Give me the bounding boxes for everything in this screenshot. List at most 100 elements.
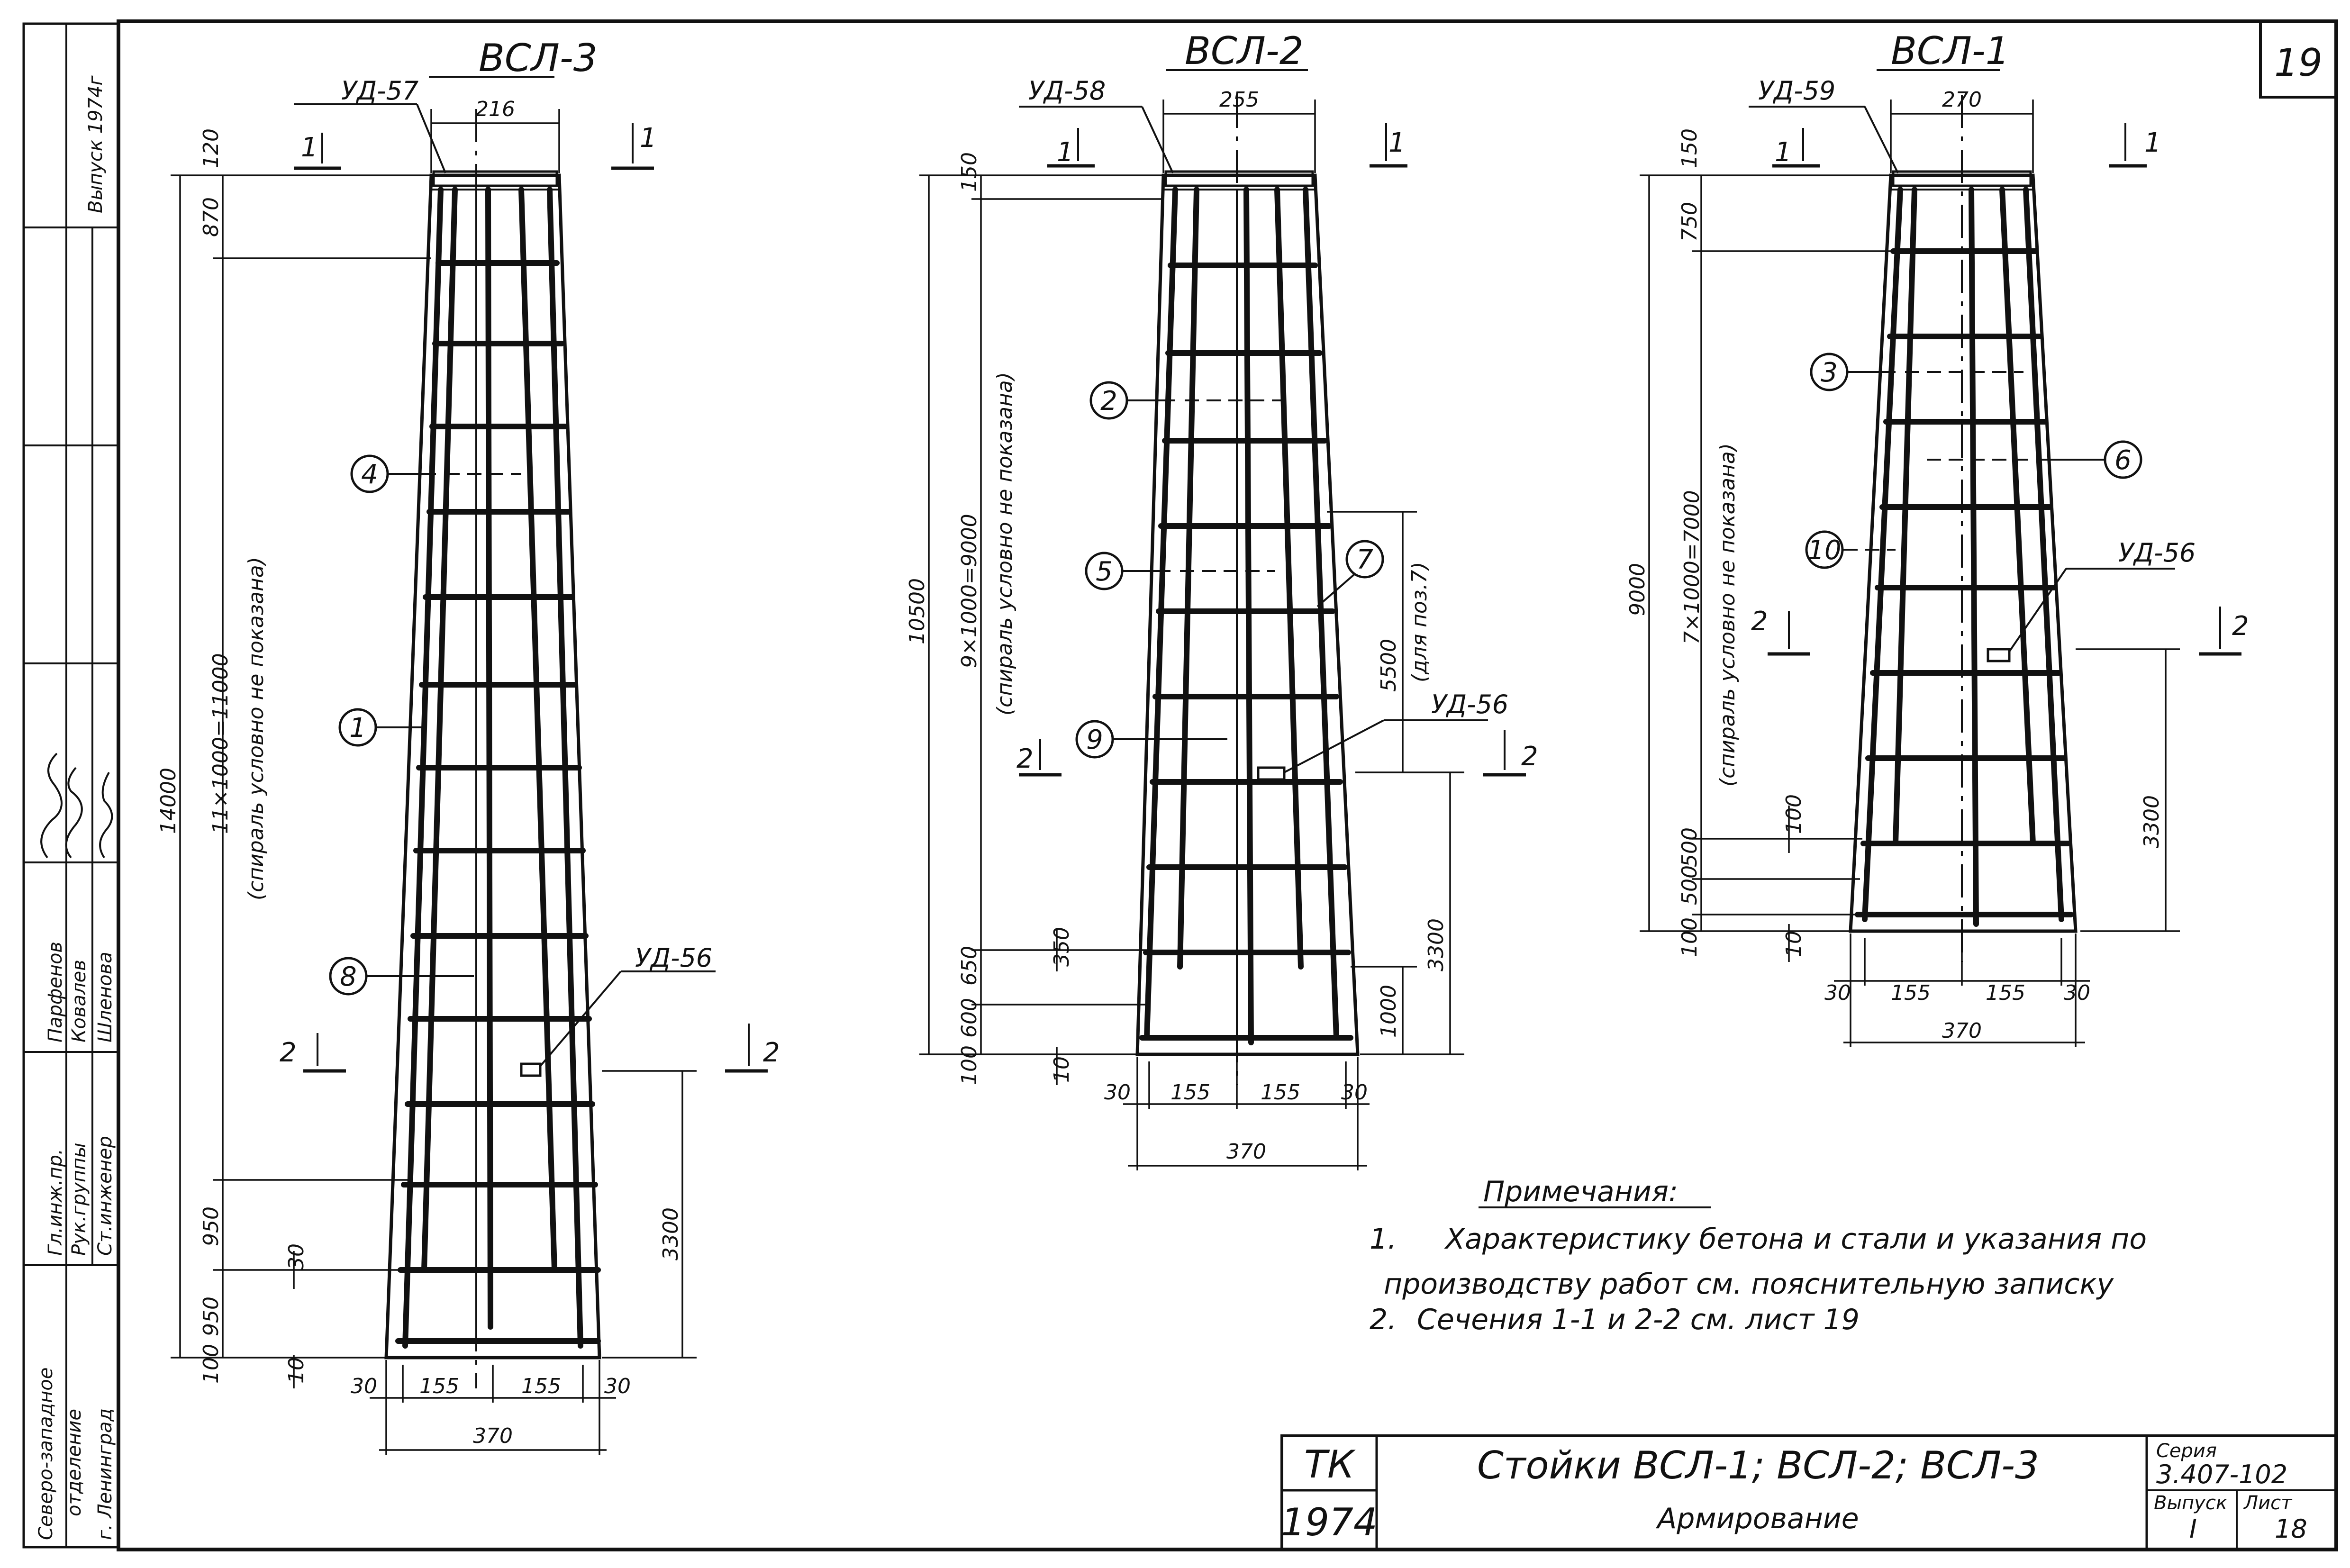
vsl1-insert-label: УД-56 xyxy=(2118,538,2196,568)
vsl3-dim-950a: 950 xyxy=(199,1206,223,1246)
signature-3 xyxy=(99,772,113,859)
vsl2-stirrups xyxy=(1139,263,1353,1041)
vsl1-bdim-4: 30 xyxy=(2064,981,2090,1005)
vsl2-bdim-4: 30 xyxy=(1341,1080,1368,1105)
signer-name-1: Парфенов xyxy=(45,942,66,1042)
vsl2-total-width: 370 xyxy=(1226,1140,1266,1164)
vsl1-outline xyxy=(1849,173,2078,933)
vsl1-dim-750: 750 xyxy=(1678,202,1702,242)
vsl1-dim-150: 150 xyxy=(1678,128,1702,168)
note-1-num: 1. xyxy=(1370,1223,1397,1256)
tb-year: 1974 xyxy=(1281,1500,1378,1544)
vsl1-part-label: УД-59 xyxy=(1758,76,1835,106)
vsl3-bdim-1: 30 xyxy=(351,1374,377,1398)
vsl2-insert-dim: 3300 xyxy=(1424,918,1448,971)
vsl2-dim-600: 600 xyxy=(957,998,981,1038)
note-1-text: Характеристику бетона и стали и указания… xyxy=(1444,1223,2147,1256)
vsl2-pos-7: 7 xyxy=(1356,544,1373,575)
vsl1-top-plate xyxy=(1892,170,2032,187)
issue-year: Выпуск 1974г xyxy=(85,75,107,213)
signer-role-2: Рук.группы xyxy=(68,1142,90,1256)
vsl3-spiral-dim: 11×1000=11000 xyxy=(209,653,233,834)
vsl1-spiral-dim: 7×1000=7000 xyxy=(1680,490,1704,644)
vsl2-top-width: 255 xyxy=(1219,88,1259,112)
signer-role-3: Ст.инженер xyxy=(94,1136,116,1256)
signature-1 xyxy=(40,752,63,859)
vsl3-insert-dim: 3300 xyxy=(659,1207,683,1260)
vsl2-dim-350: 350 xyxy=(1050,927,1074,967)
tb-series-label: Серия xyxy=(2156,1440,2217,1462)
org-line-2: отделение xyxy=(64,1409,85,1516)
vsl2-insert-label: УД-56 xyxy=(1431,689,1508,719)
vsl1-sec2-right: 2 xyxy=(2232,611,2249,642)
vsl1-dim-100b: 100 xyxy=(1782,794,1806,834)
tb-subtitle: Армирование xyxy=(1655,1502,1859,1535)
vsl1-bdim-3: 155 xyxy=(1986,981,2025,1005)
tb-issue-label: Выпуск xyxy=(2154,1492,2227,1514)
signer-name-3: Шленова xyxy=(94,952,116,1042)
vsl2-sec1-right: 1 xyxy=(1388,127,1406,158)
vsl2-pos-9: 9 xyxy=(1086,725,1103,755)
vsl2-pos-5: 5 xyxy=(1096,556,1113,587)
vsl1-height-total: 9000 xyxy=(1625,563,1650,616)
vsl1-bdim-2: 155 xyxy=(1891,981,1931,1005)
org-line-3: г. Ленинград xyxy=(94,1408,116,1540)
vsl2-sec2-right: 2 xyxy=(1521,741,1538,772)
title-block: ТК 1974 Стойки ВСЛ-1; ВСЛ-2; ВСЛ-3 Армир… xyxy=(1280,1434,2338,1551)
tb-issue: I xyxy=(2189,1514,2197,1544)
vsl2-spiral-note: (спираль условно не показана) xyxy=(993,372,1017,716)
vsl1-bdim-1: 30 xyxy=(1824,981,1851,1005)
vsl3-sec2-left: 2 xyxy=(280,1037,297,1068)
vsl3-pos-8: 8 xyxy=(340,961,357,992)
vsl2-lower-dim: 1000 xyxy=(1377,985,1401,1038)
tb-sheet-label: Лист xyxy=(2243,1492,2293,1514)
vsl2-insert xyxy=(1257,766,1286,781)
vsl1-dim-500b: 500 xyxy=(1678,865,1702,905)
column-vsl1: ВСЛ-1 270 УД-59 1 1 xyxy=(1625,29,2249,1047)
notes-block: Примечания: 1. Характеристику бетона и с… xyxy=(1370,1175,2147,1336)
signer-role-1: Гл.инж.пр. xyxy=(45,1149,66,1256)
vsl2-bdim-3: 155 xyxy=(1261,1080,1300,1105)
vsl3-insert-label: УД-56 xyxy=(635,943,712,973)
vsl3-insert xyxy=(520,1062,542,1077)
vsl3-top-width: 216 xyxy=(475,97,515,121)
vsl3-sec2-right: 2 xyxy=(763,1037,780,1068)
vsl1-pos-6: 6 xyxy=(2114,445,2132,476)
note-2-text: Сечения 1-1 и 2-2 см. лист 19 xyxy=(1417,1303,1860,1336)
vsl1-dim-10: 10 xyxy=(1782,931,1806,957)
vsl2-sec1-left: 1 xyxy=(1057,137,1074,168)
org-line-1: Северо-западное xyxy=(35,1368,57,1540)
vsl1-top-width: 270 xyxy=(1942,88,1982,112)
column-vsl2: ВСЛ-2 255 УД-58 1 xyxy=(905,29,1538,1170)
vsl1-insert xyxy=(1987,648,2011,662)
vsl3-sec1-right: 1 xyxy=(640,123,657,154)
vsl1-insert-dim: 3300 xyxy=(2140,795,2164,848)
vsl3-dim-870: 870 xyxy=(199,197,223,237)
vsl2-pos7-dim: 5500 xyxy=(1377,639,1401,692)
vsl2-pos-2: 2 xyxy=(1100,386,1117,417)
vsl3-sec1-left: 1 xyxy=(301,132,318,163)
vsl2-pos7-note: (для поз.7) xyxy=(1407,562,1432,682)
vsl1-pos-10: 10 xyxy=(1807,535,1841,566)
vsl2-dim-10: 10 xyxy=(1050,1056,1074,1083)
vsl1-spiral-note: (спираль условно не показана) xyxy=(1715,443,1740,787)
notes-heading: Примечания: xyxy=(1483,1175,1678,1208)
vsl2-height-total: 10500 xyxy=(905,578,929,644)
vsl3-top-plate xyxy=(432,170,558,187)
vsl2-sec2-left: 2 xyxy=(1016,743,1034,774)
note-2-num: 2. xyxy=(1370,1303,1397,1336)
tb-sheet: 18 xyxy=(2275,1514,2307,1544)
vsl1-sec2-left: 2 xyxy=(1751,606,1768,637)
vsl1-sec1-right: 1 xyxy=(2144,127,2161,158)
vsl2-top-plate xyxy=(1164,170,1314,187)
tb-title: Стойки ВСЛ-1; ВСЛ-2; ВСЛ-3 xyxy=(1477,1443,2039,1487)
vsl2-dim-100: 100 xyxy=(957,1045,981,1085)
vsl3-dim-120: 120 xyxy=(199,128,223,168)
vsl3-dim-10: 10 xyxy=(284,1357,308,1384)
tb-series: 3.407-102 xyxy=(2156,1459,2287,1489)
vsl3-bdim-4: 30 xyxy=(604,1374,631,1398)
vsl2-bdim-1: 30 xyxy=(1104,1080,1131,1105)
vsl3-bdim-3: 155 xyxy=(521,1374,561,1398)
vsl1-stirrups xyxy=(1855,248,2074,917)
